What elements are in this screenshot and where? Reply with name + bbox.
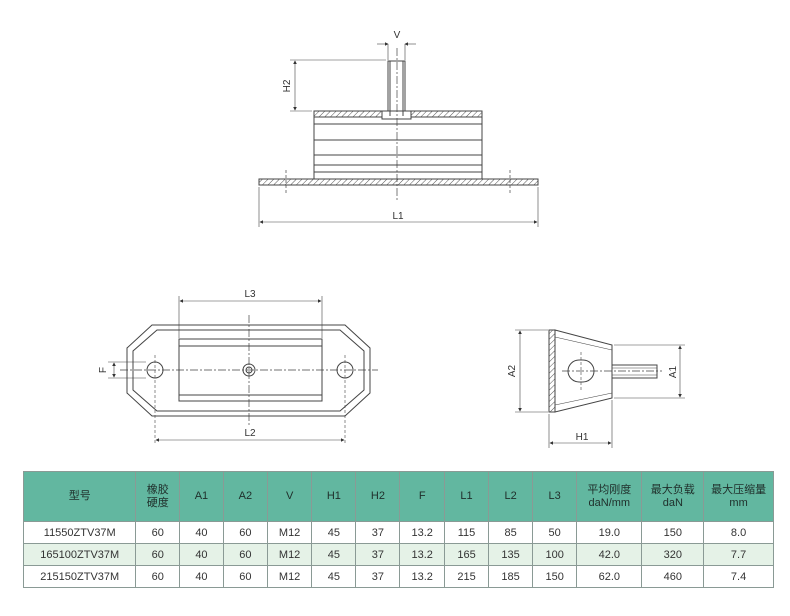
dim-h2-label: H2 xyxy=(282,79,293,92)
table-cell: M12 xyxy=(266,565,313,588)
table-cell: 50 xyxy=(532,521,578,544)
table-header-text: daN xyxy=(662,496,683,509)
table-cell: 40 xyxy=(178,521,224,544)
table-cell: 185 xyxy=(488,565,534,588)
table-header-cell: H1 xyxy=(311,471,357,522)
table-cell: 165100ZTV37M xyxy=(22,543,137,566)
dim-h1-label: H1 xyxy=(576,432,589,443)
table-cell: 37 xyxy=(355,543,401,566)
table-header-text: H1 xyxy=(326,490,341,502)
table-cell: 7.7 xyxy=(703,543,774,566)
front-view xyxy=(258,42,539,227)
table-header-text: 最大压缩量 xyxy=(711,483,767,496)
table-header-cell: A1 xyxy=(178,471,224,522)
table-cell: 150 xyxy=(641,521,705,544)
table-header-cell: 型号 xyxy=(22,471,137,522)
table-cell: 215 xyxy=(443,565,490,588)
table-cell: 45 xyxy=(311,543,357,566)
table-header-text: mm xyxy=(729,496,748,509)
table-header-text: L3 xyxy=(548,490,561,502)
table-cell: 60 xyxy=(135,543,180,566)
table-cell: 45 xyxy=(311,565,357,588)
table-cell: 60 xyxy=(222,521,268,544)
dim-f-label: F xyxy=(98,367,109,373)
table-header-cell: L1 xyxy=(443,471,490,522)
table-header-text: L1 xyxy=(460,490,473,502)
table-cell: 13.2 xyxy=(399,565,445,588)
table-header-cell: V xyxy=(266,471,313,522)
table-cell: 85 xyxy=(488,521,534,544)
dim-a2-label: A2 xyxy=(507,364,518,377)
table-cell: 37 xyxy=(355,521,401,544)
table-header-text: F xyxy=(418,490,426,502)
table-cell: 13.2 xyxy=(399,521,445,544)
table-cell: 13.2 xyxy=(399,543,445,566)
table-cell: 215150ZTV37M xyxy=(22,565,137,588)
table-cell: 100 xyxy=(532,543,578,566)
table-cell: 165 xyxy=(443,543,490,566)
table-header-cell: H2 xyxy=(355,471,401,522)
side-view xyxy=(515,329,685,448)
table-cell: 62.0 xyxy=(576,565,643,588)
table-cell: 7.4 xyxy=(703,565,774,588)
table-header-text: 橡胶 xyxy=(146,483,169,496)
table-cell: 8.0 xyxy=(703,521,774,544)
dim-l3-label: L3 xyxy=(244,289,256,300)
table-header-text: daN/mm xyxy=(588,496,631,509)
table-header-text: L2 xyxy=(504,490,517,502)
table-header-text: A2 xyxy=(238,490,253,502)
dim-l2-label: L2 xyxy=(244,428,256,439)
table-header-cell: L3 xyxy=(532,471,578,522)
table-cell: 150 xyxy=(532,565,578,588)
table-header-text: V xyxy=(285,490,294,502)
table-cell: 115 xyxy=(443,521,490,544)
table-cell: 60 xyxy=(135,565,180,588)
dim-l1-label: L1 xyxy=(392,211,404,222)
table-cell: 19.0 xyxy=(576,521,643,544)
table-header-text: 平均刚度 xyxy=(587,483,632,496)
table-cell: 40 xyxy=(178,543,224,566)
table-header-cell: L2 xyxy=(488,471,534,522)
table-header-text: 最大负载 xyxy=(650,483,695,496)
table-cell: 37 xyxy=(355,565,401,588)
table-cell: 40 xyxy=(178,565,224,588)
dim-v-label: V xyxy=(394,30,401,41)
table-cell: 60 xyxy=(222,565,268,588)
table-cell: 42.0 xyxy=(576,543,643,566)
table-header-cell: A2 xyxy=(222,471,268,522)
table-cell: 60 xyxy=(135,521,180,544)
top-view xyxy=(108,296,378,445)
table-header-text: 硬度 xyxy=(146,496,169,509)
table-cell: 60 xyxy=(222,543,268,566)
table-cell: M12 xyxy=(266,543,313,566)
table-cell: 45 xyxy=(311,521,357,544)
table-cell: 460 xyxy=(641,565,705,588)
table-header-text: A1 xyxy=(194,490,209,502)
table-cell: 320 xyxy=(641,543,705,566)
table-header-text: 型号 xyxy=(68,490,91,502)
table-cell: M12 xyxy=(266,521,313,544)
technical-drawings: V H2 L1 L3 L2 F xyxy=(98,30,685,448)
table-header-cell: 橡胶硬度 xyxy=(135,471,180,522)
table-cell: 135 xyxy=(488,543,534,566)
table-header-text: H2 xyxy=(370,490,385,502)
dim-a1-label: A1 xyxy=(668,365,679,378)
table-cell: 11550ZTV37M xyxy=(22,521,137,544)
table-header-cell: F xyxy=(399,471,445,522)
